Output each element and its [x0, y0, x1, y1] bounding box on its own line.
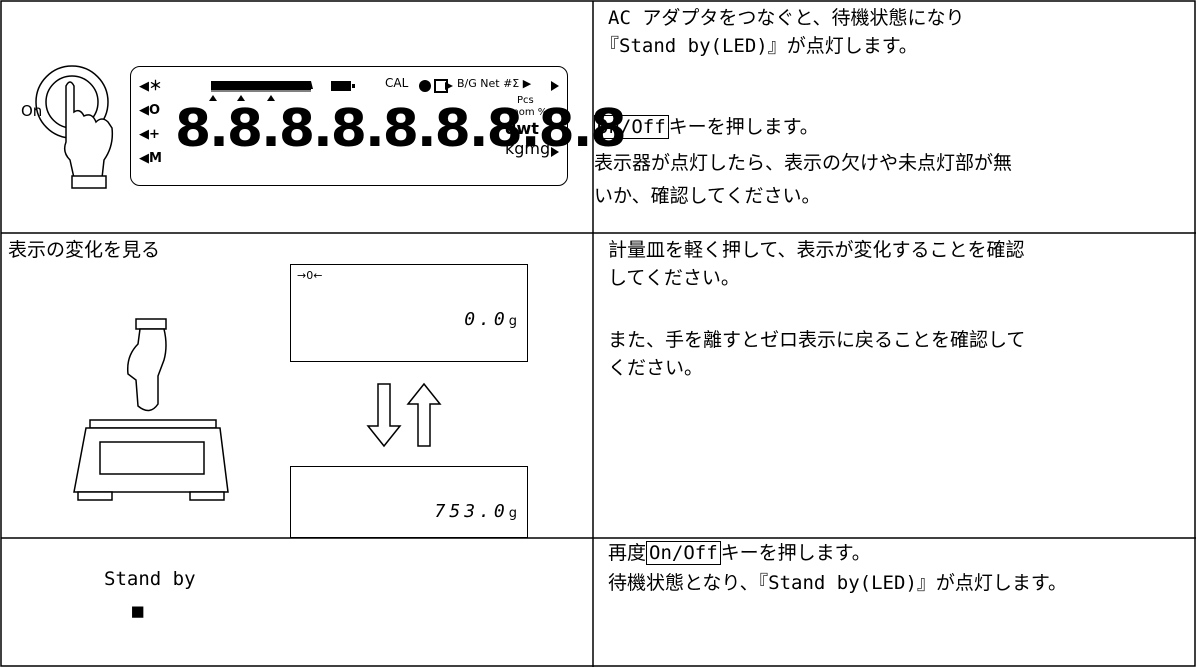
row1-line5: いか、確認してください。	[594, 185, 821, 207]
weight-value: 753.0	[434, 501, 509, 522]
lcd-plus-indicator: ◀+	[139, 127, 160, 142]
zero-unit: g	[508, 314, 517, 329]
change-arrows	[366, 382, 442, 448]
lcd-bargraph	[209, 79, 453, 101]
zero-value-group: 0.0g	[464, 309, 517, 330]
on-label: On	[21, 102, 43, 120]
lcd-status-right: B/G Net #Σ ▶	[457, 77, 532, 90]
row3-illustration: Stand by ■	[2, 539, 592, 666]
row1-illustration: On ◀＊	[2, 2, 627, 232]
on-off-key-2: On/Off	[646, 541, 721, 565]
row2-heading: 表示の変化を見る	[8, 239, 161, 261]
zero-indicator: →0←	[297, 269, 323, 282]
lcd-unit-dwt: dwt	[505, 119, 539, 138]
row2-line3: また、手を離すとゼロ表示に戻ることを確認して	[608, 329, 1026, 351]
row2-line4: ください。	[608, 357, 704, 379]
scale-hand-illustration	[73, 318, 229, 501]
row1-line4: 表示器が点灯したら、表示の欠けや未点灯部が無	[594, 152, 1013, 174]
lcd-display: ◀＊ ◀O ◀+ ◀M CAL B/G Net #Σ ▶ 8.8.8.8.8.8…	[130, 66, 627, 186]
lcd-star-indicator: ◀＊	[139, 79, 162, 94]
zero-value: 0.0	[464, 309, 509, 330]
on-off-key: On/Off	[594, 115, 669, 139]
lcd-unit-pcs: Pcs	[517, 95, 534, 106]
row2-line1: 計量皿を軽く押して、表示が変化することを確認	[608, 239, 1025, 261]
lcd-unit-mom: mom %	[509, 107, 548, 118]
lcd-unit-kgmg: kgmg	[505, 139, 551, 158]
row1-line1: AC アダプタをつなぐと、待機状態になり	[608, 7, 965, 29]
row3-line1-suffix: キーを押します。	[720, 542, 871, 564]
row2-line2: してください。	[608, 267, 740, 289]
row2-illustration: 表示の変化を見る →0← 0.0g	[2, 234, 592, 538]
standby-label: Stand by	[104, 568, 196, 590]
on-button-hand-illustration	[35, 65, 114, 189]
lcd-right-arrows	[551, 81, 559, 157]
row1-line2: 『Stand by(LED)』が点灯します。	[600, 35, 918, 57]
lcd-left-symbols: ◀＊ ◀O ◀+ ◀M	[139, 75, 162, 171]
weight-value-group: 753.0g	[435, 501, 517, 522]
lcd-circle-indicator: ◀O	[139, 103, 161, 118]
weight-unit: g	[508, 506, 517, 521]
row3-prefix: 再度	[608, 542, 647, 564]
row1-line3-suffix: キーを押します。	[668, 116, 819, 138]
display-zero: →0← 0.0g	[290, 264, 528, 362]
row3-line2: 待機状態となり、『Stand by(LED)』が点灯します。	[608, 572, 1067, 594]
lcd-cal-label: CAL	[385, 76, 409, 90]
row1-description: AC アダプタをつなぐと、待機状態になり 『Stand by(LED)』が点灯し…	[594, 2, 1196, 232]
row2-description: 計量皿を軽く押して、表示が変化することを確認 してください。 また、手を離すとゼ…	[594, 234, 1196, 537]
lcd-m-indicator: ◀M	[139, 151, 162, 166]
standby-led-icon: ■	[132, 600, 144, 622]
display-weight: 753.0g	[290, 466, 528, 538]
